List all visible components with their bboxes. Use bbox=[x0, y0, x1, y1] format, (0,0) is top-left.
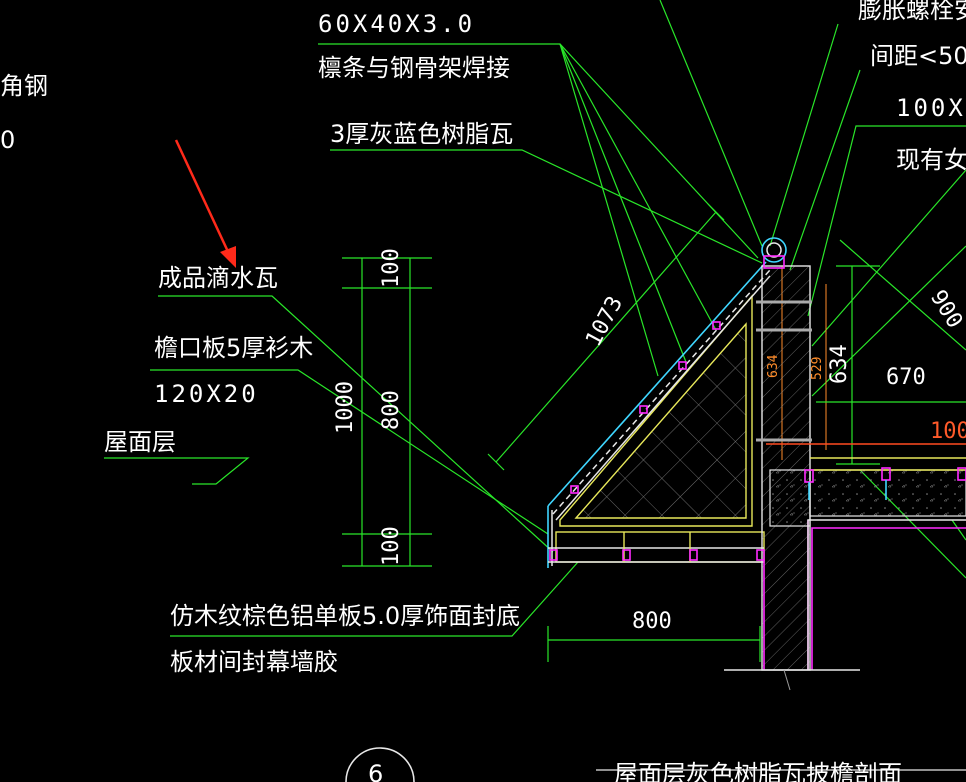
eave-board-size: 120X20 bbox=[154, 380, 259, 408]
eave-board-label: 檐口板5厚衫木 bbox=[154, 334, 313, 362]
dim-670: 670 bbox=[886, 365, 926, 390]
existing-wall-label: 现有女儿 bbox=[896, 146, 966, 174]
leader-lines bbox=[104, 0, 966, 637]
roof-layer-label: 屋面层 bbox=[104, 428, 176, 456]
size-100-label: 100X bbox=[896, 94, 966, 122]
dim-total-1000: 1000 bbox=[333, 381, 358, 434]
angle-steel-label: 角钢 bbox=[0, 72, 48, 100]
spacing-label: 间距<50 bbox=[870, 42, 966, 70]
soffit-sealant-label: 板材间封幕墙胶 bbox=[170, 648, 338, 676]
dim-inner-529: 529 bbox=[810, 357, 825, 380]
dim-wall-634-small: 634 bbox=[766, 354, 781, 378]
resin-tile-label: 3厚灰蓝色树脂瓦 bbox=[330, 120, 513, 148]
dim-top-100: 100 bbox=[379, 248, 404, 288]
dim-slope-1073: 1073 bbox=[581, 292, 628, 351]
dim-middle-800: 800 bbox=[379, 390, 404, 430]
dim-bottom-100: 100 bbox=[379, 526, 404, 566]
dim-wall-634: 634 bbox=[827, 344, 852, 384]
dim-900: 900 bbox=[925, 286, 966, 333]
detail-number: 6 bbox=[368, 760, 383, 782]
purlin-weld-label: 檩条与钢骨架焊接 bbox=[318, 54, 510, 82]
expansion-bolt-label: 膨胀螺栓安 bbox=[858, 0, 966, 24]
red-arrow bbox=[174, 139, 236, 268]
detail-number-circle bbox=[345, 747, 415, 782]
eave-structure bbox=[547, 237, 966, 691]
dim-soffit-800: 800 bbox=[632, 609, 672, 634]
soffit-panel-label: 仿木纹棕色铝单板5.0厚饰面封底 bbox=[170, 602, 520, 630]
dim-red-100: 100 bbox=[930, 419, 966, 444]
dimension-lines bbox=[342, 203, 966, 662]
purlin-size-label: 60X40X3.0 bbox=[318, 10, 475, 38]
section-title: 屋面层灰色树脂瓦披檐剖面 bbox=[614, 760, 902, 782]
drip-tile-label: 成品滴水瓦 bbox=[158, 264, 278, 292]
angle-steel-value: 0 bbox=[0, 126, 15, 154]
